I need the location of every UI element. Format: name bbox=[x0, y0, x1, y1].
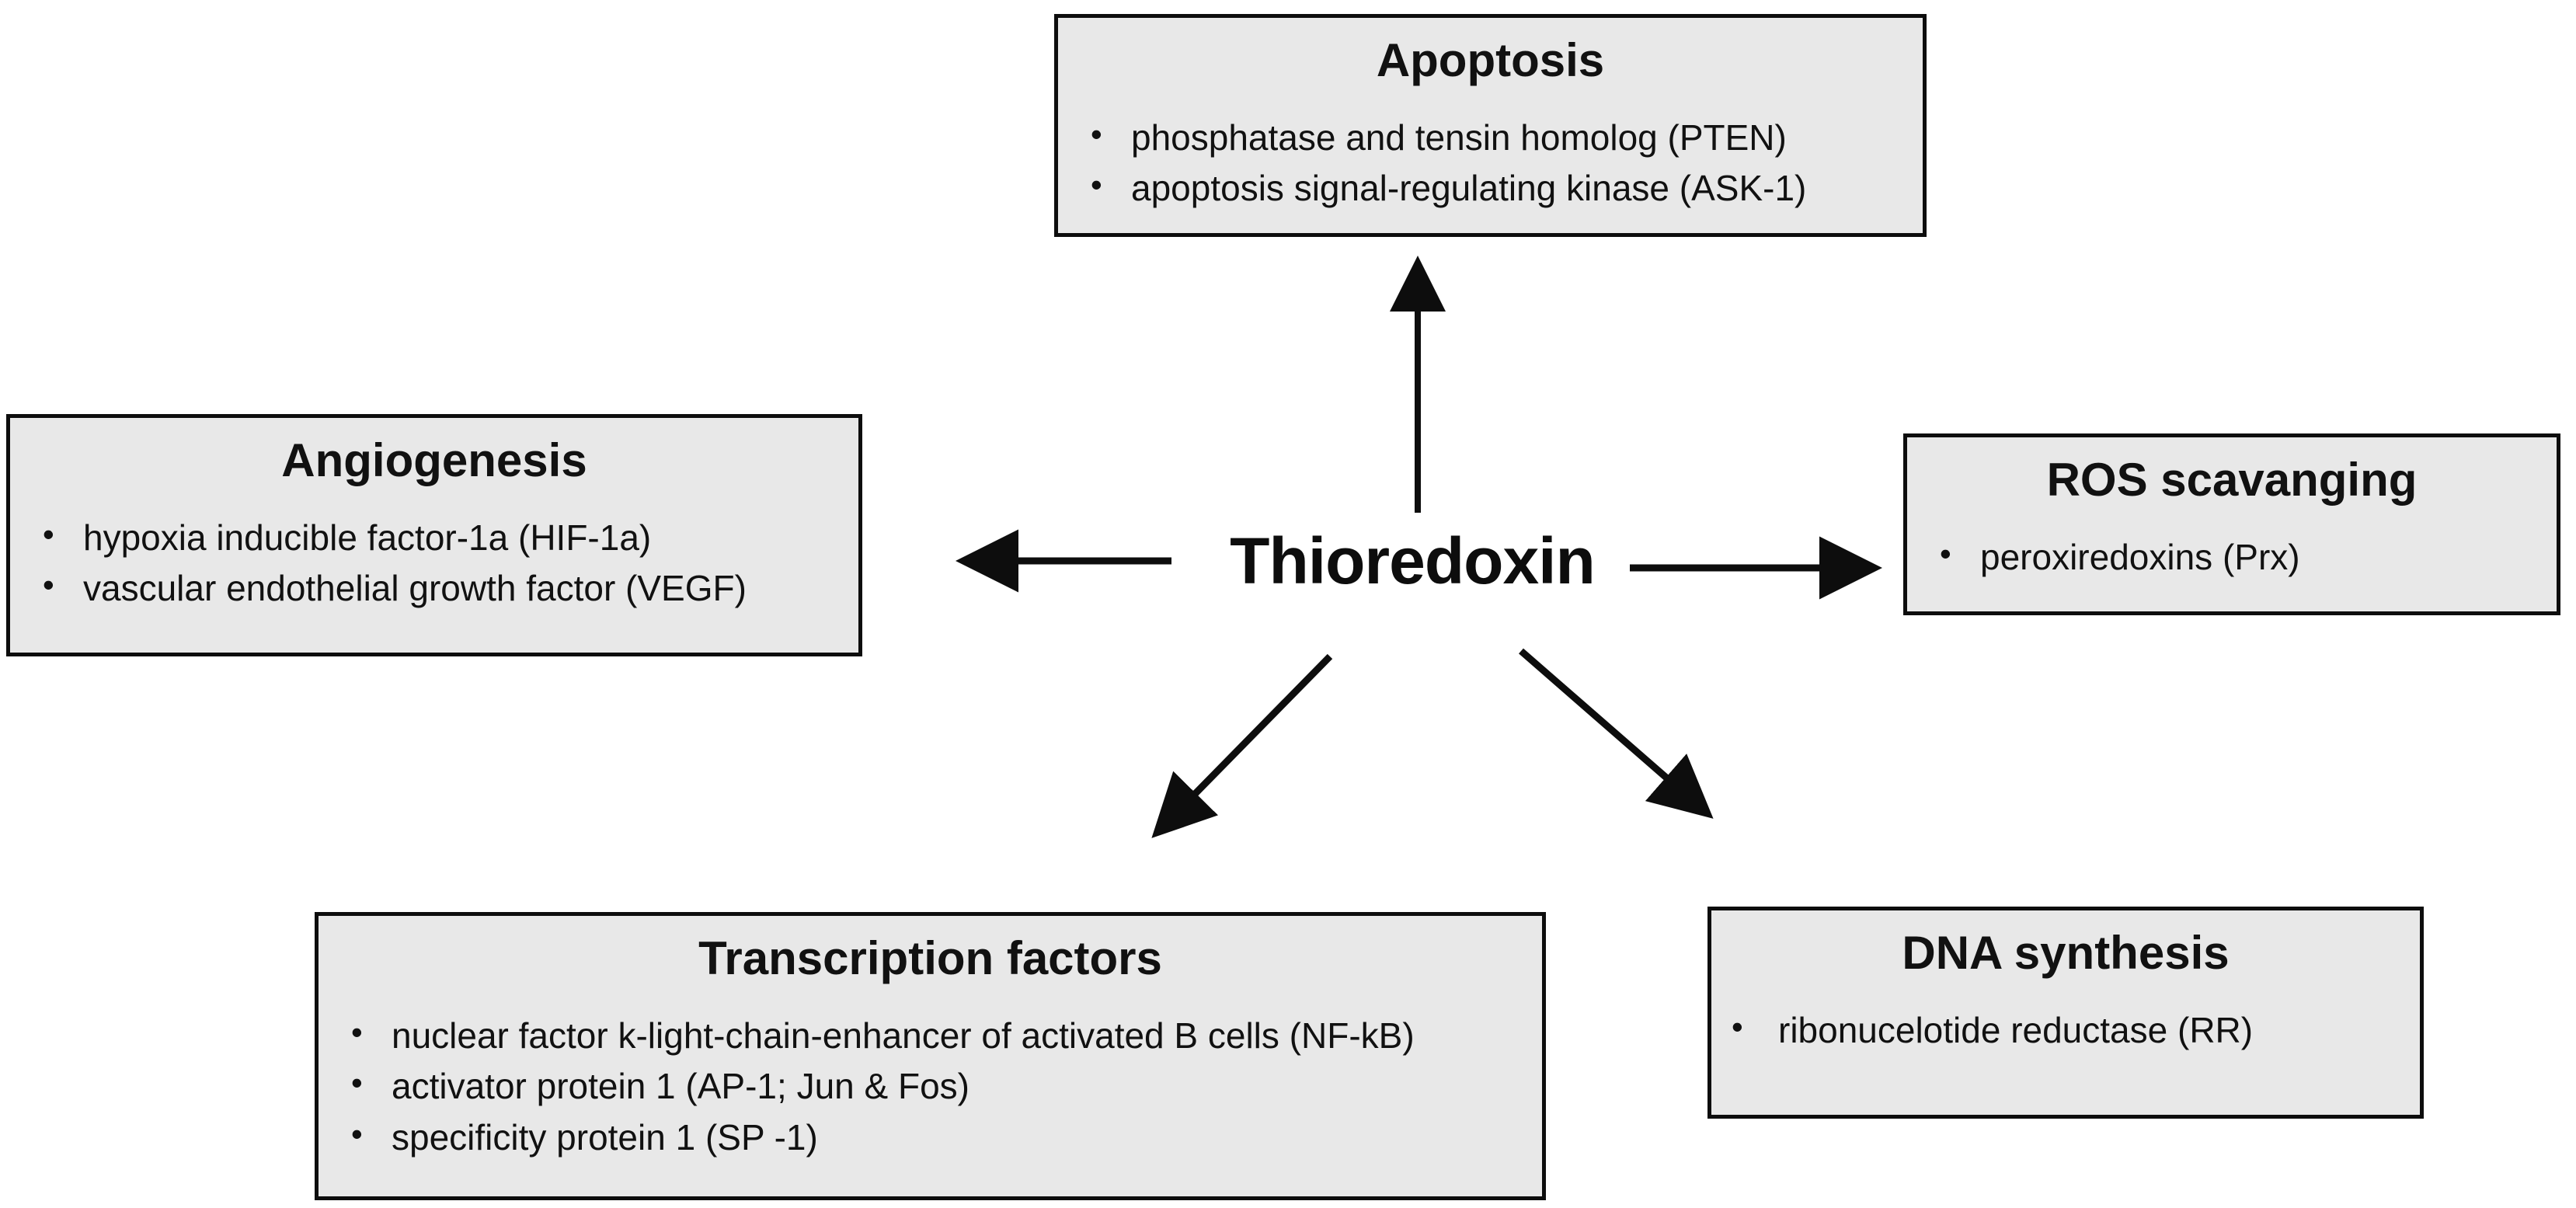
arrow-to-dna-synthesis bbox=[1519, 648, 1714, 819]
node-item-list: peroxiredoxins (Prx) bbox=[1907, 531, 2557, 583]
node-dna-synthesis: DNA synthesis ribonucelotide reductase (… bbox=[1707, 907, 2424, 1119]
node-title: Apoptosis bbox=[1376, 34, 1605, 86]
list-item: ribonucelotide reductase (RR) bbox=[1727, 1004, 2401, 1056]
node-item-list: nuclear factor k-light-chain-enhancer of… bbox=[319, 1009, 1542, 1163]
node-title: DNA synthesis bbox=[1902, 927, 2230, 979]
node-title: Angiogenesis bbox=[281, 434, 587, 486]
node-item-list: phosphatase and tensin homolog (PTEN) ap… bbox=[1058, 111, 1923, 214]
center-node-thioredoxin: Thioredoxin bbox=[1230, 524, 1596, 597]
node-transcription-factors: Transcription factors nuclear factor k-l… bbox=[315, 912, 1546, 1200]
node-item-list: ribonucelotide reductase (RR) bbox=[1711, 1004, 2420, 1056]
list-item: peroxiredoxins (Prx) bbox=[1935, 531, 2538, 583]
node-title: Transcription factors bbox=[698, 932, 1162, 984]
node-angiogenesis: Angiogenesis hypoxia inducible factor-1a… bbox=[6, 414, 862, 656]
node-ros-scavanging: ROS scavanging peroxiredoxins (Prx) bbox=[1903, 433, 2560, 615]
list-item: hypoxia inducible factor-1a (HIF-1a) bbox=[38, 511, 840, 563]
node-title: ROS scavanging bbox=[2046, 454, 2418, 506]
list-item: activator protein 1 (AP-1; Jun & Fos) bbox=[346, 1060, 1523, 1112]
list-item: apoptosis signal-regulating kinase (ASK-… bbox=[1086, 162, 1904, 214]
node-item-list: hypoxia inducible factor-1a (HIF-1a) vas… bbox=[10, 511, 858, 614]
list-item: nuclear factor k-light-chain-enhancer of… bbox=[346, 1009, 1523, 1061]
list-item: vascular endothelial growth factor (VEGF… bbox=[38, 562, 840, 614]
arrow-to-transcription-factors bbox=[1151, 653, 1333, 838]
node-apoptosis: Apoptosis phosphatase and tensin homolog… bbox=[1054, 14, 1927, 237]
list-item: phosphatase and tensin homolog (PTEN) bbox=[1086, 111, 1904, 163]
list-item: specificity protein 1 (SP -1) bbox=[346, 1111, 1523, 1163]
